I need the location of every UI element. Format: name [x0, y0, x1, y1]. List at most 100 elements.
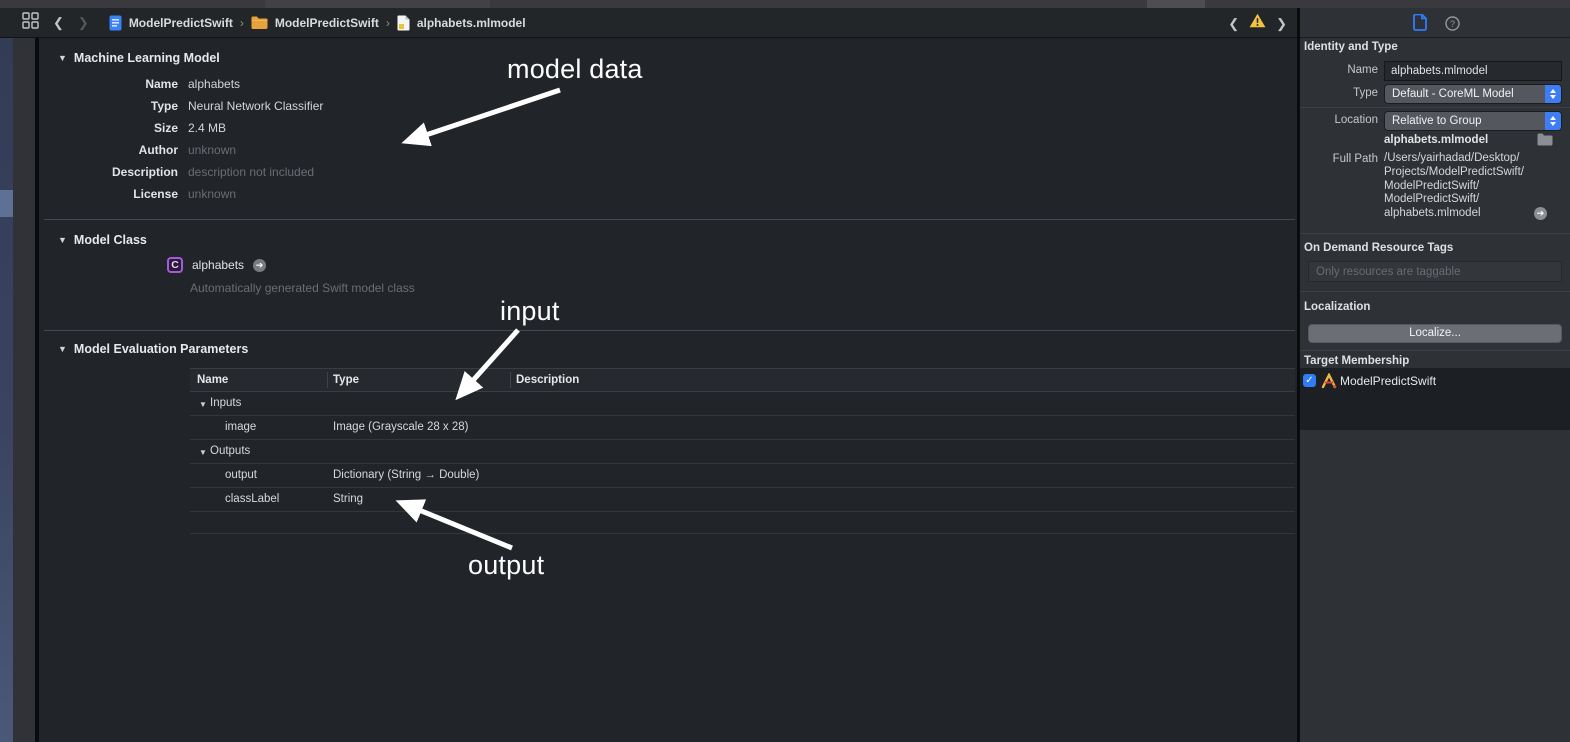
model-info-row: Name alphabets	[39, 73, 739, 95]
next-issue-button[interactable]: ❯	[1276, 15, 1287, 31]
info-label: Type	[150, 99, 178, 113]
svg-text:?: ?	[1450, 19, 1455, 29]
column-header-description: Description	[516, 374, 580, 386]
breadcrumb-project[interactable]: ModelPredictSwift	[109, 15, 233, 31]
model-info-row: Description description not included	[39, 161, 739, 183]
row-name: Outputs	[210, 445, 251, 457]
toolbar-segment	[265, 0, 490, 8]
breadcrumb-group[interactable]: ModelPredictSwift	[251, 16, 379, 30]
name-field-value: alphabets.mlmodel	[1391, 65, 1488, 77]
breadcrumb-label: alphabets.mlmodel	[416, 15, 526, 30]
resource-tags-input[interactable]	[1308, 261, 1562, 282]
table-row-image[interactable]: image Image (Grayscale 28 x 28)	[190, 416, 1295, 440]
breadcrumb-label: ModelPredictSwift	[274, 15, 379, 30]
section-model-evaluation-parameters[interactable]: ▼ Model Evaluation Parameters	[58, 342, 248, 356]
target-membership-list: ✓ ModelPredictSwift	[1300, 368, 1570, 430]
info-label: Size	[153, 121, 178, 135]
target-row[interactable]: ✓ ModelPredictSwift	[1300, 372, 1570, 390]
column-header-type: Type	[328, 372, 511, 388]
type-dropdown[interactable]: Default - CoreML Model	[1384, 84, 1562, 104]
target-name: ModelPredictSwift	[1340, 374, 1437, 388]
toolbar-sliver	[0, 0, 1570, 8]
inspector-divider	[1300, 350, 1570, 351]
table-row-classlabel[interactable]: classLabel String	[190, 488, 1295, 512]
model-info-row: License unknown	[39, 183, 739, 205]
annotation-model-data: model data	[507, 54, 643, 84]
warning-icon[interactable]	[1249, 13, 1266, 33]
name-label: Name	[1347, 64, 1378, 76]
target-checkbox[interactable]: ✓	[1303, 374, 1316, 387]
target-app-icon	[1321, 372, 1337, 394]
related-items-icon[interactable]	[22, 11, 39, 34]
open-path-arrow-icon[interactable]: ➔	[1534, 207, 1547, 220]
disclosure-triangle-icon[interactable]: ▼	[58, 53, 67, 63]
info-label: License	[133, 187, 178, 201]
section-title: Machine Learning Model	[73, 51, 220, 65]
jump-to-class-icon[interactable]: ➔	[253, 258, 267, 272]
disclosure-triangle-icon[interactable]: ▼	[58, 344, 67, 354]
table-bottom-spacer	[190, 512, 1295, 534]
model-info-row: Author unknown	[39, 139, 739, 161]
stepper-icon	[1545, 112, 1561, 130]
desktop-strip	[0, 38, 13, 742]
class-name: alphabets	[192, 258, 245, 272]
class-subtitle: Automatically generated Swift model clas…	[190, 281, 415, 295]
jump-bar: ❮ ❯ ModelPredictSwift › ModelPredictSwif…	[0, 8, 1299, 38]
location-label: Location	[1334, 114, 1378, 126]
row-name: Inputs	[210, 397, 242, 409]
path-line: alphabets.mlmodel	[1384, 207, 1481, 220]
path-line: ModelPredictSwift/	[1384, 193, 1480, 206]
inspector-panel: ? Identity and Type Name alphabets.mlmod…	[1300, 8, 1570, 742]
table-row-outputs-group[interactable]: ▼ Outputs	[190, 440, 1295, 464]
stepper-icon	[1545, 85, 1561, 103]
annotation-input: input	[500, 296, 560, 326]
full-path-text: /Users/yairhadad/Desktop/ Projects/Model…	[1384, 152, 1544, 221]
breadcrumb-separator: ›	[239, 15, 244, 30]
choose-folder-icon[interactable]	[1537, 133, 1553, 151]
table-row-inputs-group[interactable]: ▼ Inputs	[190, 392, 1295, 416]
name-field[interactable]: alphabets.mlmodel	[1384, 61, 1562, 81]
parameters-table: Name Type Description ▼ Inputs image Ima…	[190, 368, 1295, 534]
quick-help-tab-icon[interactable]: ?	[1445, 16, 1460, 36]
back-button[interactable]: ❮	[53, 15, 64, 30]
info-label: Description	[111, 165, 178, 179]
table-header: Name Type Description	[190, 368, 1295, 392]
model-class-row: C alphabets ➔	[167, 257, 267, 273]
disclosure-triangle-icon[interactable]: ▼	[58, 235, 67, 245]
path-line: ModelPredictSwift/	[1384, 179, 1480, 192]
table-row-output[interactable]: output Dictionary (String → Double)	[190, 464, 1295, 488]
forward-button[interactable]: ❯	[77, 15, 89, 30]
model-info-row: Size 2.4 MB	[39, 117, 739, 139]
disclosure-triangle-icon[interactable]: ▼	[199, 448, 207, 457]
inspector-divider	[1300, 233, 1570, 234]
type-label: Type	[1353, 87, 1378, 99]
section-machine-learning-model[interactable]: ▼ Machine Learning Model	[58, 51, 220, 65]
path-line: Projects/ModelPredictSwift/	[1384, 165, 1524, 178]
info-value: Neural Network Classifier	[188, 99, 324, 113]
section-model-class[interactable]: ▼ Model Class	[58, 233, 147, 247]
breadcrumb-file[interactable]: alphabets.mlmodel	[397, 15, 526, 31]
folder-icon	[251, 16, 268, 29]
disclosure-triangle-icon[interactable]: ▼	[199, 400, 207, 409]
path-line: /Users/yairhadad/Desktop/	[1384, 152, 1520, 164]
row-name: image	[225, 421, 257, 433]
column-header-name: Name	[190, 372, 328, 388]
info-value: alphabets	[188, 77, 241, 91]
location-dropdown[interactable]: Relative to Group	[1384, 111, 1562, 131]
row-type: String	[333, 493, 364, 505]
toolbar-segment	[1147, 0, 1205, 8]
file-inspector-tab-icon[interactable]	[1413, 13, 1427, 36]
full-path-label: Full Path	[1332, 153, 1378, 165]
info-label: Author	[138, 143, 178, 157]
odr-tags-header: On Demand Resource Tags	[1304, 242, 1454, 254]
section-divider	[44, 330, 1295, 331]
row-name: output	[225, 469, 257, 481]
class-badge-icon: C	[167, 257, 183, 273]
pane-divider[interactable]	[1297, 8, 1300, 742]
localize-button[interactable]: Localize...	[1308, 324, 1562, 343]
type-dropdown-value: Default - CoreML Model	[1392, 88, 1514, 100]
project-file-icon	[109, 15, 122, 30]
annotation-output: output	[468, 550, 545, 580]
target-membership-header: Target Membership	[1304, 355, 1410, 367]
prev-issue-button[interactable]: ❮	[1228, 15, 1240, 31]
